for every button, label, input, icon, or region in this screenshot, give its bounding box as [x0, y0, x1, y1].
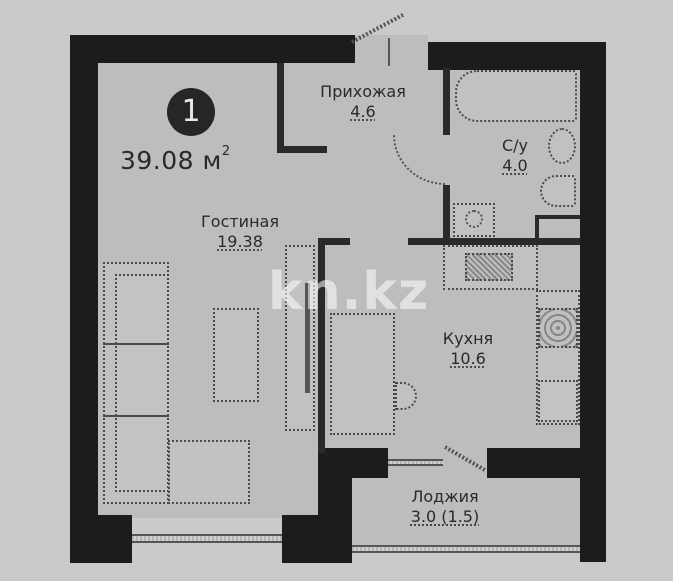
- entrance-opening: [355, 35, 428, 65]
- kitchen-fridge: [538, 380, 578, 422]
- washing-machine-drum: [465, 210, 483, 228]
- wall-top-right: [428, 42, 606, 70]
- dining-table: [330, 313, 395, 435]
- total-area-unit: м: [202, 146, 222, 175]
- wall-kitchen-bottom-left: [318, 448, 388, 478]
- kitchen-sink: [465, 253, 513, 281]
- wall-hallway-left-stub: [277, 146, 327, 153]
- room-label-living: Гостиная 19.38: [190, 212, 290, 252]
- wall-kitchen-bottom-right: [487, 448, 606, 478]
- kitchen-loggia-window: [388, 459, 443, 466]
- wall-right: [580, 42, 606, 562]
- wall-left: [70, 35, 98, 563]
- room-label-hallway: Прихожая 4.6: [300, 82, 426, 122]
- corner-sofa: [103, 262, 169, 504]
- tv-cabinet: [285, 245, 315, 431]
- room-label-loggia: Лоджия 3.0 (1.5): [400, 487, 490, 527]
- wall-hallway-right-upper: [443, 68, 450, 135]
- total-area-value: 39.08: [120, 146, 195, 175]
- wall-bottom-left: [70, 515, 132, 563]
- washbasin: [548, 128, 576, 164]
- sofa-divider-2: [103, 415, 169, 417]
- wall-bath-niche-v: [535, 215, 539, 240]
- room-name: Прихожая: [320, 82, 406, 101]
- room-area: 4.6: [350, 102, 376, 121]
- room-label-kitchen: Кухня 10.6: [428, 329, 508, 369]
- wall-top-left: [70, 35, 355, 63]
- room-area: 10.6: [450, 349, 486, 368]
- toilet: [540, 175, 576, 207]
- room-area: 19.38: [217, 232, 263, 251]
- room-name: Гостиная: [201, 212, 279, 231]
- room-label-bathroom: С/у 4.0: [490, 136, 540, 176]
- coffee-table: [213, 308, 259, 402]
- watermark: kn.kz: [268, 262, 430, 322]
- wall-kitchen-top-right: [408, 238, 580, 245]
- wall-bath-lower: [443, 185, 450, 243]
- unit-number-badge: 1: [167, 88, 215, 136]
- sofa-divider-1: [103, 343, 169, 345]
- total-area: 39.08 м2: [120, 144, 231, 175]
- room-area: 4.0: [502, 156, 528, 175]
- sofa-back: [115, 274, 169, 492]
- entrance-door-frame-line: [388, 38, 390, 66]
- wall-kitchen-top-left: [318, 238, 350, 245]
- wall-bath-niche: [535, 215, 580, 219]
- wall-living-kitchen: [318, 238, 325, 453]
- sofa-chaise: [168, 440, 250, 504]
- loggia-window: [352, 545, 580, 553]
- bathtub: [455, 70, 577, 122]
- tv-screen: [305, 283, 310, 393]
- room-name: С/у: [501, 136, 529, 155]
- room-name: Кухня: [442, 329, 494, 348]
- room-area: 3.0 (1.5): [410, 507, 480, 526]
- loggia-floor: [350, 470, 580, 550]
- kitchen-stove: [538, 308, 578, 348]
- wall-loggia-left: [318, 470, 352, 563]
- living-window: [132, 534, 282, 543]
- wall-hallway-left: [277, 63, 284, 153]
- total-area-exponent: 2: [221, 144, 231, 159]
- room-name: Лоджия: [411, 487, 479, 506]
- dining-chair: [395, 382, 417, 410]
